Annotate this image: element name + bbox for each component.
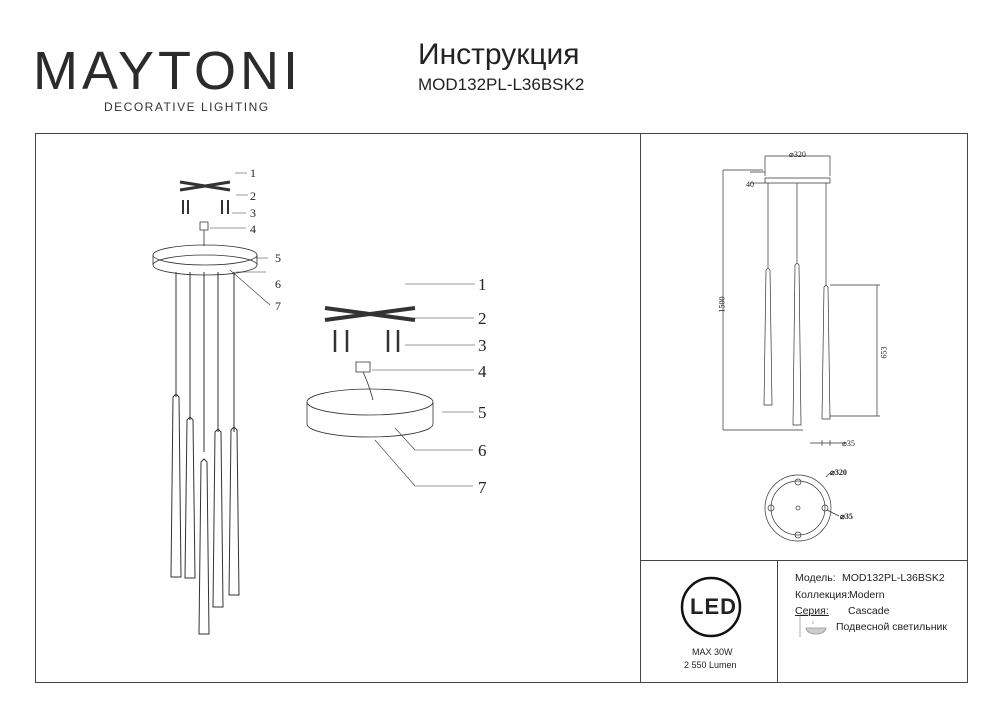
page-title: Инструкция xyxy=(418,38,580,71)
dimension-bottom-shade: ⌀35 xyxy=(840,512,853,521)
led-icon xyxy=(680,576,742,638)
series-label: Серия: xyxy=(795,605,829,617)
part-label: 1 xyxy=(478,275,487,294)
part-label: 5 xyxy=(275,251,281,265)
part-label: 6 xyxy=(478,441,487,460)
dimension-bottom-diameter: ⌀320 xyxy=(830,468,847,477)
part-label: 6 xyxy=(275,277,281,291)
part-label: 4 xyxy=(478,362,487,381)
divider xyxy=(640,133,641,683)
brand-logo: MAYTONI xyxy=(33,41,303,101)
dimension-drawing xyxy=(722,155,880,542)
dimension-diameter: ⌀320 xyxy=(789,150,806,159)
product-type: Подвесной светильник xyxy=(836,621,947,633)
dimension-shade: 653 xyxy=(879,346,889,359)
divider xyxy=(640,560,968,561)
part-label: 2 xyxy=(478,309,487,328)
model-label: Модель: xyxy=(795,572,836,584)
brand-tagline: DECORATIVE LIGHTING xyxy=(104,100,270,114)
collection-value: Modern xyxy=(849,589,885,601)
part-label: 3 xyxy=(478,336,487,355)
part-label: 7 xyxy=(275,299,281,313)
large-assembly-diagram xyxy=(306,283,475,487)
series-value: Cascade xyxy=(848,605,890,617)
part-label: 5 xyxy=(478,403,487,422)
dimension-canopy: 40 xyxy=(746,180,754,189)
part-label: 2 xyxy=(250,189,256,203)
power: MAX 30W xyxy=(692,647,733,657)
divider xyxy=(777,560,778,683)
small-assembly-diagram xyxy=(152,172,271,635)
part-label: 7 xyxy=(478,478,487,497)
part-label: 4 xyxy=(250,222,256,236)
dimension-height: 1500 xyxy=(717,296,727,313)
part-label: 3 xyxy=(250,206,256,220)
dimension-shade-diameter: ⌀35 xyxy=(842,439,855,448)
pendant-icon xyxy=(799,614,827,637)
collection-label: Коллекция: xyxy=(795,589,850,601)
model-value: MOD132PL-L36BSK2 xyxy=(842,572,945,584)
lumen: 2 550 Lumen xyxy=(684,660,737,670)
part-label: 1 xyxy=(250,166,256,180)
model-number: MOD132PL-L36BSK2 xyxy=(418,75,585,94)
led-label: LED xyxy=(690,594,737,619)
instruction-frame xyxy=(35,133,968,683)
